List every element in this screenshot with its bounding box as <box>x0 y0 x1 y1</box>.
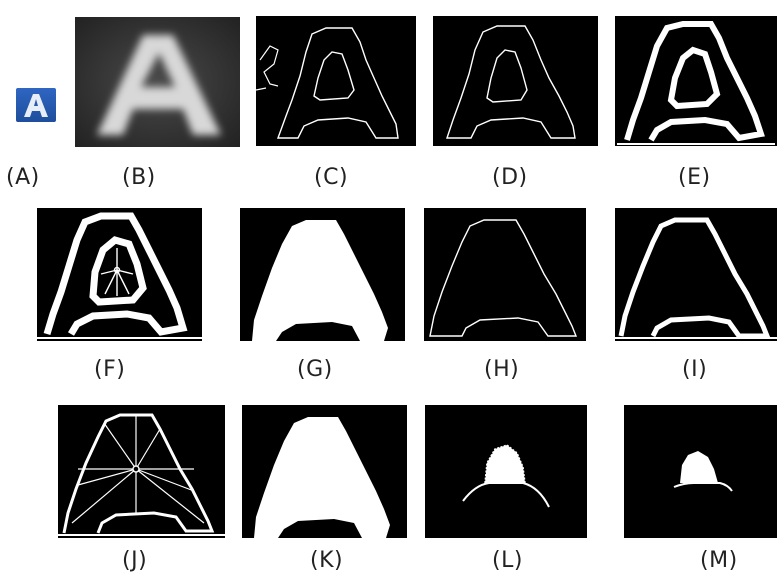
panel-a-thumbnail <box>16 88 56 122</box>
label-j: (J) <box>122 548 148 573</box>
label-g: (G) <box>297 357 333 382</box>
panel-m-small-blob <box>624 405 777 538</box>
label-m: (M) <box>700 548 738 573</box>
label-b: (B) <box>122 165 156 190</box>
panel-g-filled <box>240 208 405 341</box>
panel-e-dilated <box>615 16 777 146</box>
letter-a-icon <box>24 94 48 117</box>
outer-contour-thick <box>615 217 777 339</box>
label-f: (F) <box>94 357 126 382</box>
thick-contour-with-rays <box>37 212 202 339</box>
panel-b-blurred <box>75 17 240 147</box>
blurred-letter-image <box>75 17 240 147</box>
panel-h-outer-thin <box>424 208 586 341</box>
label-k: (K) <box>310 548 344 573</box>
panel-c-edges-noisy <box>256 16 416 146</box>
label-a: (A) <box>6 165 40 190</box>
contour-with-radial-lines <box>58 413 225 536</box>
small-blob <box>673 451 733 492</box>
edge-contour <box>446 25 576 139</box>
panel-f-rays <box>37 208 202 341</box>
dotted-blob <box>462 444 550 508</box>
label-i: (I) <box>682 357 708 382</box>
label-h: (H) <box>484 357 520 382</box>
label-d: (D) <box>492 165 528 190</box>
panel-l-dotted-blob <box>425 405 587 538</box>
label-l: (L) <box>492 548 523 573</box>
thick-contour <box>617 21 775 145</box>
panel-i-outer-thick <box>615 208 777 341</box>
panel-d-edges <box>433 16 598 146</box>
label-e: (E) <box>678 165 711 190</box>
panel-j-radial <box>58 405 225 538</box>
panel-k-filled <box>242 405 407 538</box>
filled-silhouette <box>252 220 388 341</box>
edge-contour <box>256 27 399 139</box>
label-c: (C) <box>314 165 349 190</box>
filled-silhouette <box>254 417 390 538</box>
outer-contour <box>429 219 578 337</box>
